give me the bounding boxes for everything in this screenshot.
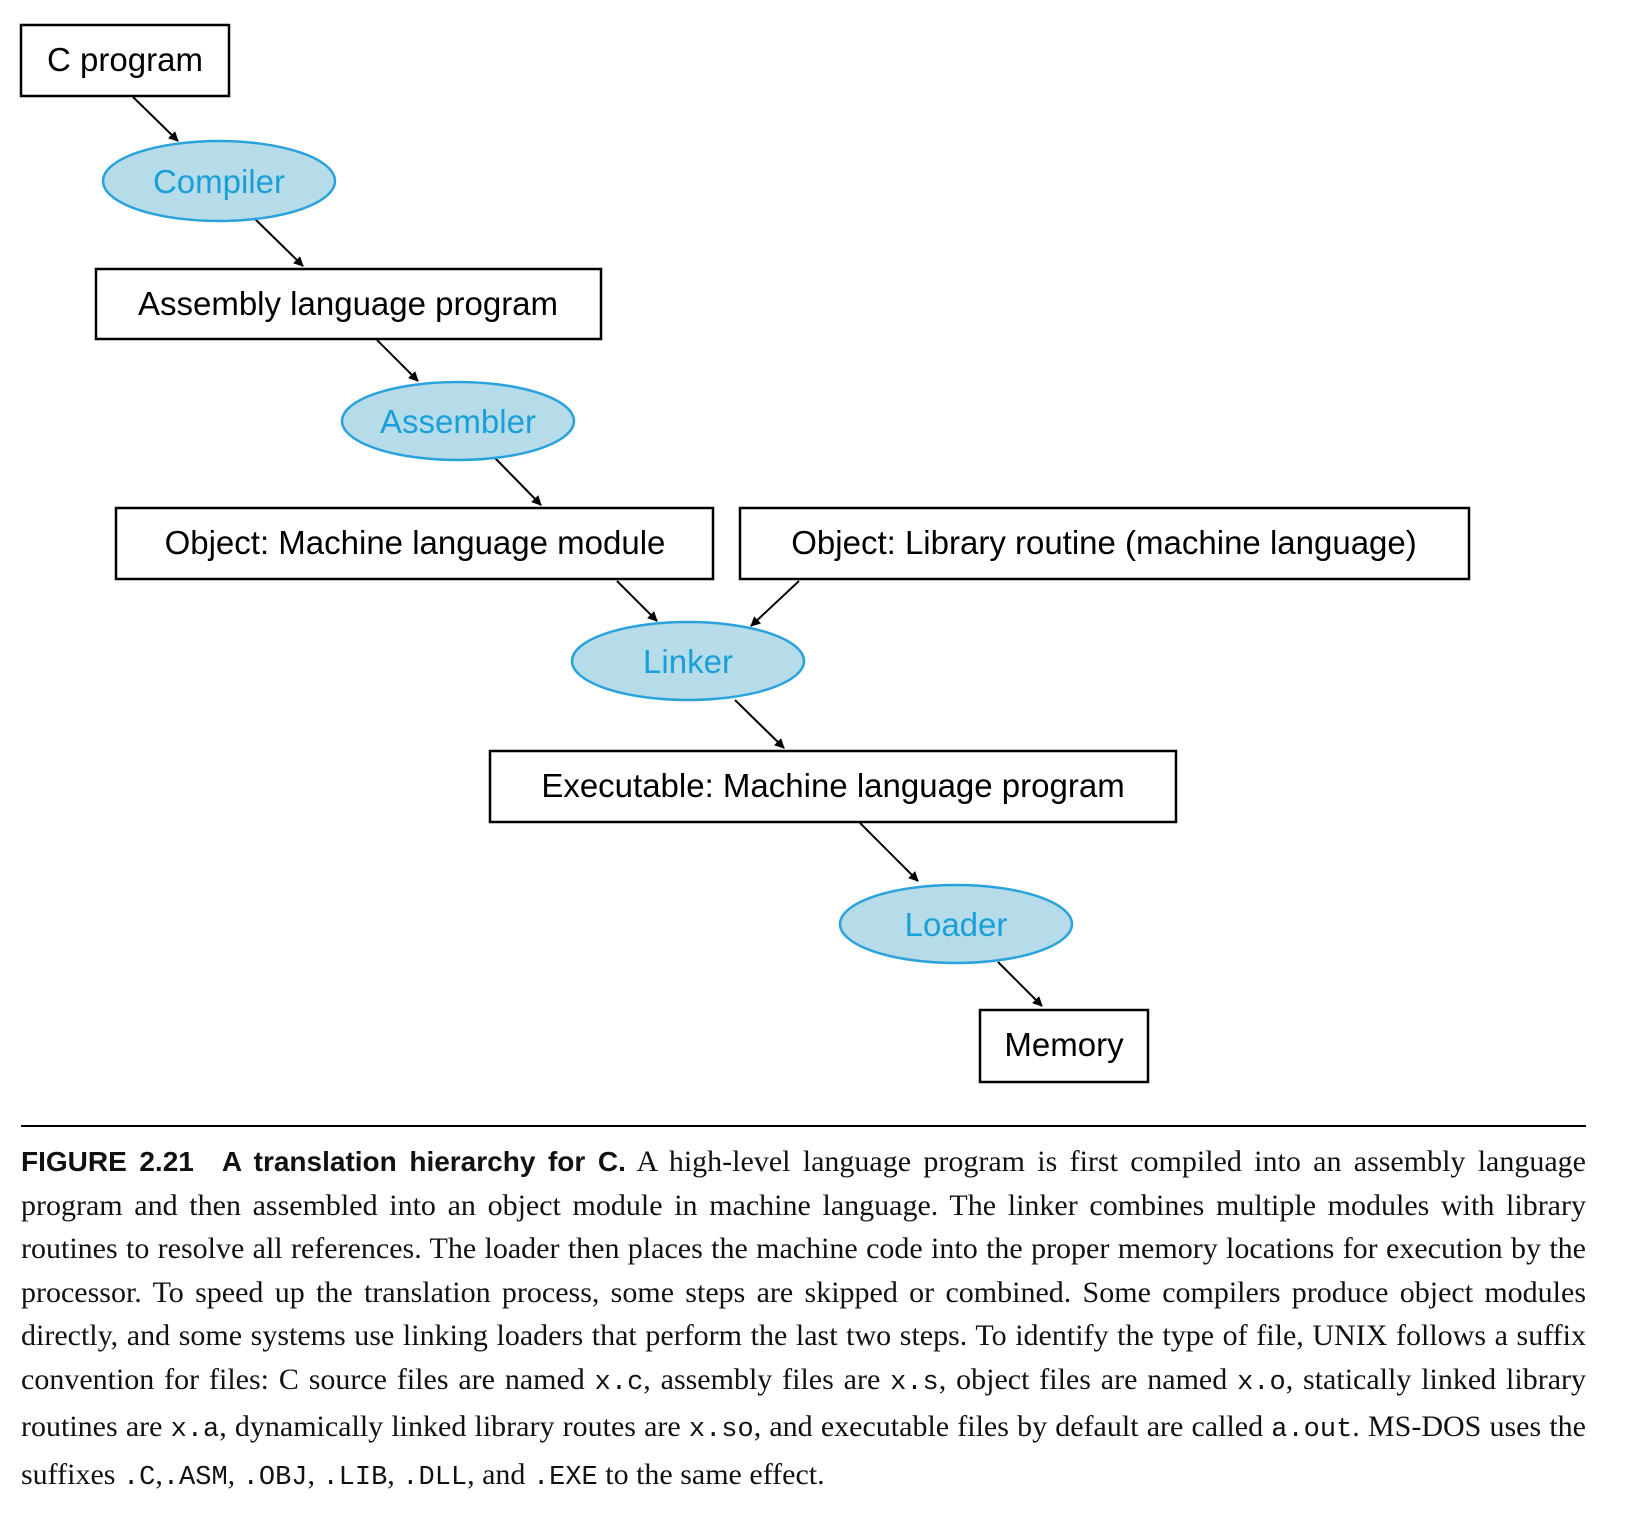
arrows: [132, 96, 1043, 1007]
arrow-object-module-to-linker: [616, 580, 658, 622]
node-assembler-label: Assembler: [380, 403, 536, 440]
arrow-assembly-to-assembler: [376, 339, 419, 382]
figure-number: FIGURE 2.21: [21, 1146, 194, 1177]
node-assembly-program-label: Assembly language program: [138, 285, 558, 322]
caption-text: , and executable files by default are ca…: [753, 1410, 1272, 1443]
caption-text: ,: [227, 1457, 243, 1491]
figure-title: A translation hierarchy for C.: [221, 1146, 626, 1177]
caption-code: .DLL: [402, 1462, 468, 1493]
caption-text: ,: [307, 1457, 323, 1491]
caption-text: to the same effect.: [597, 1457, 825, 1491]
caption-text: , statically linked library routines are: [21, 1362, 1587, 1444]
node-compiler: Compiler: [101, 139, 337, 223]
translation-hierarchy-diagram: C program Compiler Assembly language pro…: [19, 23, 1471, 1084]
node-compiler-label: Compiler: [153, 163, 285, 200]
node-object-module-label: Object: Machine language module: [165, 524, 666, 561]
caption-text: , assembly files are: [643, 1362, 891, 1396]
node-assembly-program: Assembly language program: [94, 267, 603, 341]
caption-code: x.c: [594, 1367, 644, 1398]
caption-code: .OBJ: [242, 1462, 308, 1493]
caption-code: x.o: [1237, 1367, 1286, 1398]
node-c-program-label: C program: [47, 41, 203, 78]
node-assembler: Assembler: [340, 380, 576, 462]
arrow-compiler-to-assembly: [254, 218, 304, 267]
node-memory: Memory: [978, 1008, 1150, 1084]
caption-code: x.s: [890, 1367, 939, 1398]
arrow-assembler-to-object-module: [494, 457, 542, 506]
caption-text: , dynamically linked library routes are: [219, 1410, 689, 1443]
arrow-executable-to-loader: [859, 822, 919, 882]
node-object-library-label: Object: Library routine (machine languag…: [791, 524, 1417, 561]
caption-code: x.so: [688, 1415, 754, 1445]
caption-code: .ASM: [162, 1462, 228, 1493]
node-linker-label: Linker: [643, 643, 733, 680]
node-loader: Loader: [838, 883, 1074, 965]
figure-caption: FIGURE 2.21 A translation hierarchy for C…: [21, 1140, 1586, 1500]
arrow-linker-to-executable: [734, 699, 785, 749]
node-executable: Executable: Machine language program: [488, 749, 1178, 824]
caption-text: ,: [155, 1457, 163, 1491]
caption-text: , and: [467, 1457, 533, 1491]
node-c-program: C program: [19, 23, 231, 98]
caption-text: , object files are named: [938, 1362, 1238, 1396]
node-memory-label: Memory: [1004, 1026, 1124, 1063]
caption-text: A high-level language program is first c…: [21, 1145, 1586, 1396]
caption-text: ,: [387, 1457, 403, 1491]
node-loader-label: Loader: [905, 906, 1008, 943]
caption-code: .C: [122, 1462, 156, 1493]
node-executable-label: Executable: Machine language program: [541, 767, 1124, 804]
caption-code: .LIB: [322, 1462, 388, 1493]
caption-divider: [21, 1125, 1586, 1127]
caption-code: a.out: [1271, 1415, 1353, 1445]
arrow-cprogram-to-compiler: [132, 96, 179, 142]
node-linker: Linker: [570, 620, 806, 702]
caption-code: x.a: [170, 1415, 220, 1445]
arrow-library-to-linker: [750, 580, 800, 627]
caption-text: . MS-DOS uses the suffixes: [21, 1410, 1586, 1491]
node-object-module: Object: Machine language module: [114, 506, 715, 581]
arrow-loader-to-memory: [997, 961, 1043, 1007]
node-object-library: Object: Library routine (machine languag…: [738, 506, 1471, 581]
caption-code: .EXE: [532, 1462, 598, 1493]
